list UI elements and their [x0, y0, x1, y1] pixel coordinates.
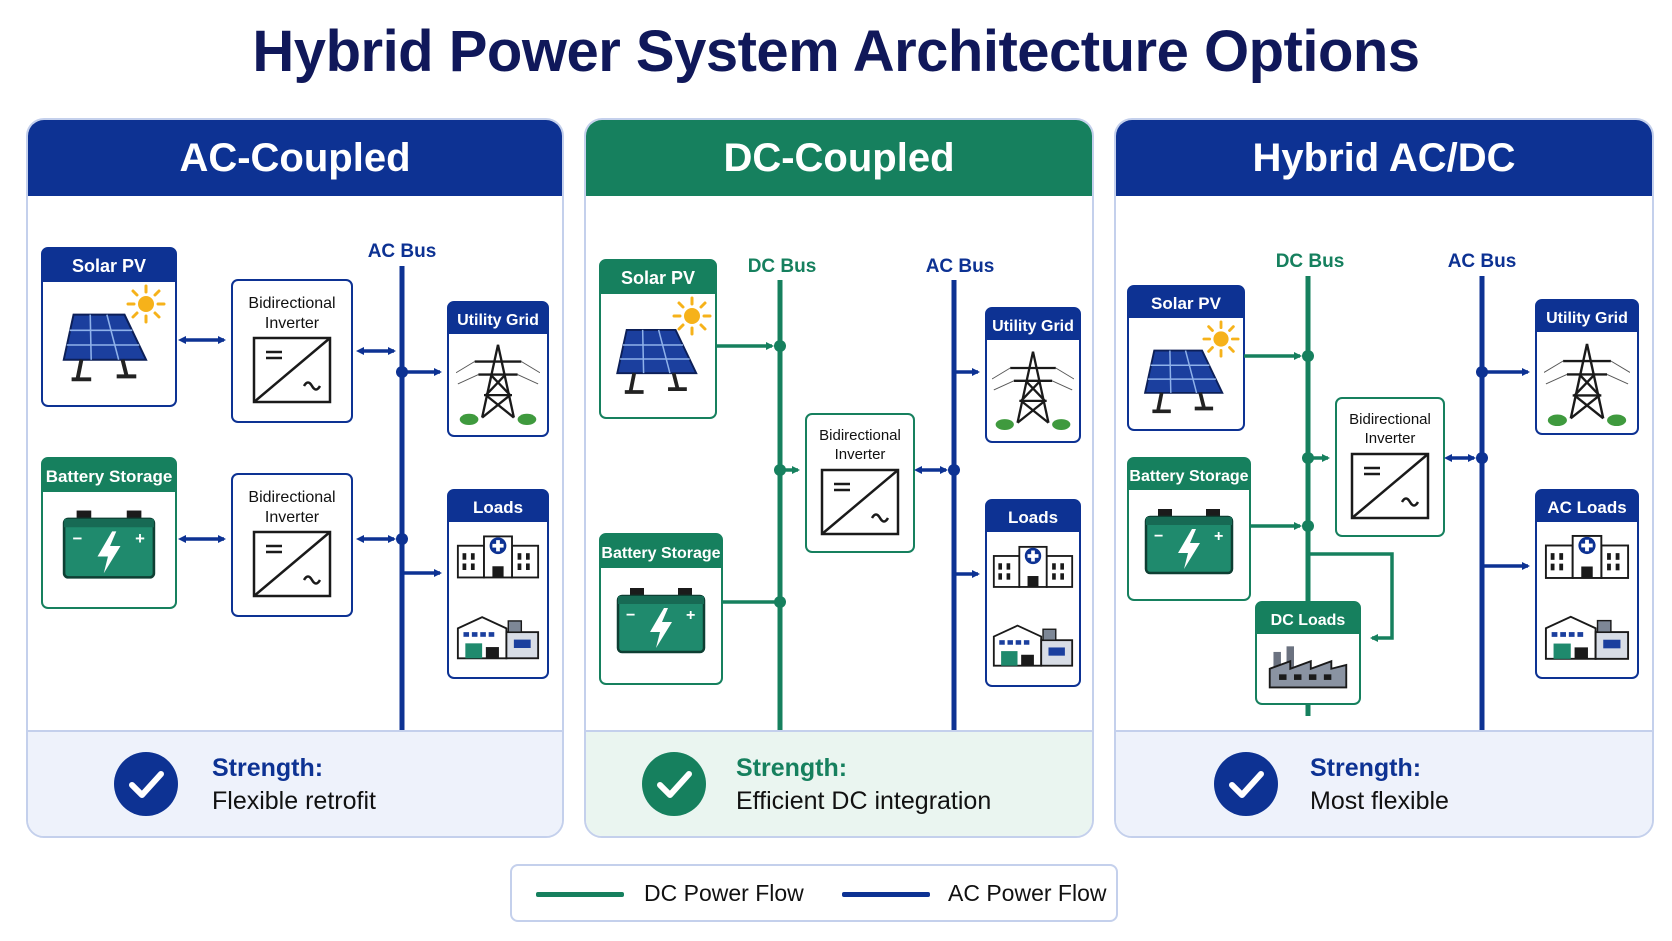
inverter-label-line1: Bidirectional — [248, 295, 335, 312]
ac-loads-label: AC Loads — [1547, 498, 1626, 517]
inverter-box-2: Bidirectional Inverter — [231, 473, 353, 617]
battery-storage-box: Battery Storage — [41, 457, 177, 609]
legend-ac-label: AC Power Flow — [948, 880, 1107, 906]
dc-loads-label: DC Loads — [1271, 612, 1346, 629]
sun-icon — [672, 296, 712, 336]
inverter-icon — [1350, 452, 1430, 520]
battery-icon — [1144, 507, 1234, 575]
battery-icon — [616, 586, 706, 654]
panel-heading: AC-Coupled — [28, 120, 562, 196]
inverter-icon — [820, 468, 900, 536]
loads-label: Loads — [1008, 508, 1058, 527]
loads-label: Loads — [473, 498, 523, 517]
strength-label: Strength: — [212, 754, 324, 782]
inverter-icon — [252, 530, 332, 598]
ac-bus-label: AC Bus — [368, 241, 437, 262]
dc-coupled-diagram: DC Bus AC Bus Solar PV Battery Storage B… — [599, 256, 1081, 736]
loads-box: Loads — [985, 499, 1081, 687]
ac-loads-box: AC Loads — [1535, 489, 1639, 679]
battery-storage-box: Battery Storage — [1127, 457, 1251, 601]
sun-icon — [1202, 320, 1240, 358]
inverter-icon — [252, 336, 332, 404]
ac-bus-label: AC Bus — [926, 256, 995, 277]
check-icon — [114, 752, 178, 816]
inverter-label-line1: Bidirectional — [248, 489, 335, 506]
utility-grid-label: Utility Grid — [992, 318, 1074, 335]
strength-text: Efficient DC integration — [736, 787, 992, 815]
panel-heading: Hybrid AC/DC — [1116, 120, 1652, 196]
utility-grid-box: Utility Grid — [1535, 299, 1639, 435]
strength-box: Strength: Efficient DC integration — [586, 730, 1092, 836]
flow-dcbus-dcloads — [1308, 552, 1394, 642]
inverter-box: Bidirectional Inverter — [1335, 397, 1445, 537]
utility-grid-label: Utility Grid — [1546, 310, 1628, 327]
legend-dc-label: DC Power Flow — [644, 880, 804, 906]
inverter-label-line1: Bidirectional — [819, 427, 901, 444]
strength-label: Strength: — [736, 754, 848, 782]
inverter-label-line2: Inverter — [265, 315, 320, 332]
page-title: Hybrid Power System Architecture Options — [252, 19, 1420, 84]
check-icon — [1214, 752, 1278, 816]
solar-pv-label: Solar PV — [72, 256, 146, 276]
panel-ac-coupled: AC-Coupled AC Bus Solar PV Bidirectional… — [26, 118, 564, 838]
panel-dc-coupled: DC-Coupled DC Bus AC Bus Solar PV Batter… — [584, 118, 1094, 838]
battery-storage-label: Battery Storage — [601, 545, 720, 562]
legend: DC Power Flow AC Power Flow — [510, 864, 1118, 922]
legend-ac-line — [842, 892, 930, 897]
inverter-label-line2: Inverter — [835, 446, 886, 463]
sun-icon — [126, 284, 166, 324]
solar-pv-box: Solar PV — [599, 259, 717, 419]
inverter-label-line2: Inverter — [1365, 430, 1416, 447]
loads-box: Loads — [447, 489, 549, 679]
strength-box: Strength: Most flexible — [1116, 730, 1652, 836]
check-icon — [642, 752, 706, 816]
legend-dc-line — [536, 892, 624, 897]
panel-heading: DC-Coupled — [586, 120, 1092, 196]
ac-bus-label: AC Bus — [1448, 251, 1517, 272]
inverter-label-line2: Inverter — [265, 509, 320, 526]
solar-pv-box: Solar PV — [1127, 285, 1245, 431]
utility-grid-box: Utility Grid — [447, 301, 549, 437]
solar-pv-label: Solar PV — [1151, 294, 1222, 313]
utility-grid-box: Utility Grid — [985, 307, 1081, 443]
hybrid-diagram: DC Bus AC Bus Solar PV Battery Storage D… — [1127, 251, 1639, 736]
panel-hybrid-acdc: Hybrid AC/DC DC Bus AC Bus Solar PV Batt… — [1114, 118, 1654, 838]
strength-box: Strength: Flexible retrofit — [28, 730, 562, 836]
ac-coupled-diagram: AC Bus Solar PV Bidirectional Inverter B… — [41, 241, 549, 736]
dc-bus-label: DC Bus — [748, 256, 817, 277]
battery-storage-label: Battery Storage — [46, 467, 173, 486]
utility-grid-label: Utility Grid — [457, 312, 539, 329]
solar-pv-box: Solar PV — [41, 247, 177, 407]
strength-text: Most flexible — [1310, 787, 1449, 815]
dc-bus-label: DC Bus — [1276, 251, 1345, 272]
inverter-box: Bidirectional Inverter — [805, 413, 915, 553]
solar-pv-label: Solar PV — [621, 268, 695, 288]
dc-loads-box: DC Loads — [1255, 601, 1361, 705]
strength-label: Strength: — [1310, 754, 1422, 782]
battery-icon — [62, 509, 156, 579]
strength-text: Flexible retrofit — [212, 787, 376, 815]
battery-storage-box: Battery Storage — [599, 533, 723, 685]
battery-storage-label: Battery Storage — [1129, 468, 1248, 485]
inverter-box-1: Bidirectional Inverter — [231, 279, 353, 423]
inverter-label-line1: Bidirectional — [1349, 411, 1431, 428]
